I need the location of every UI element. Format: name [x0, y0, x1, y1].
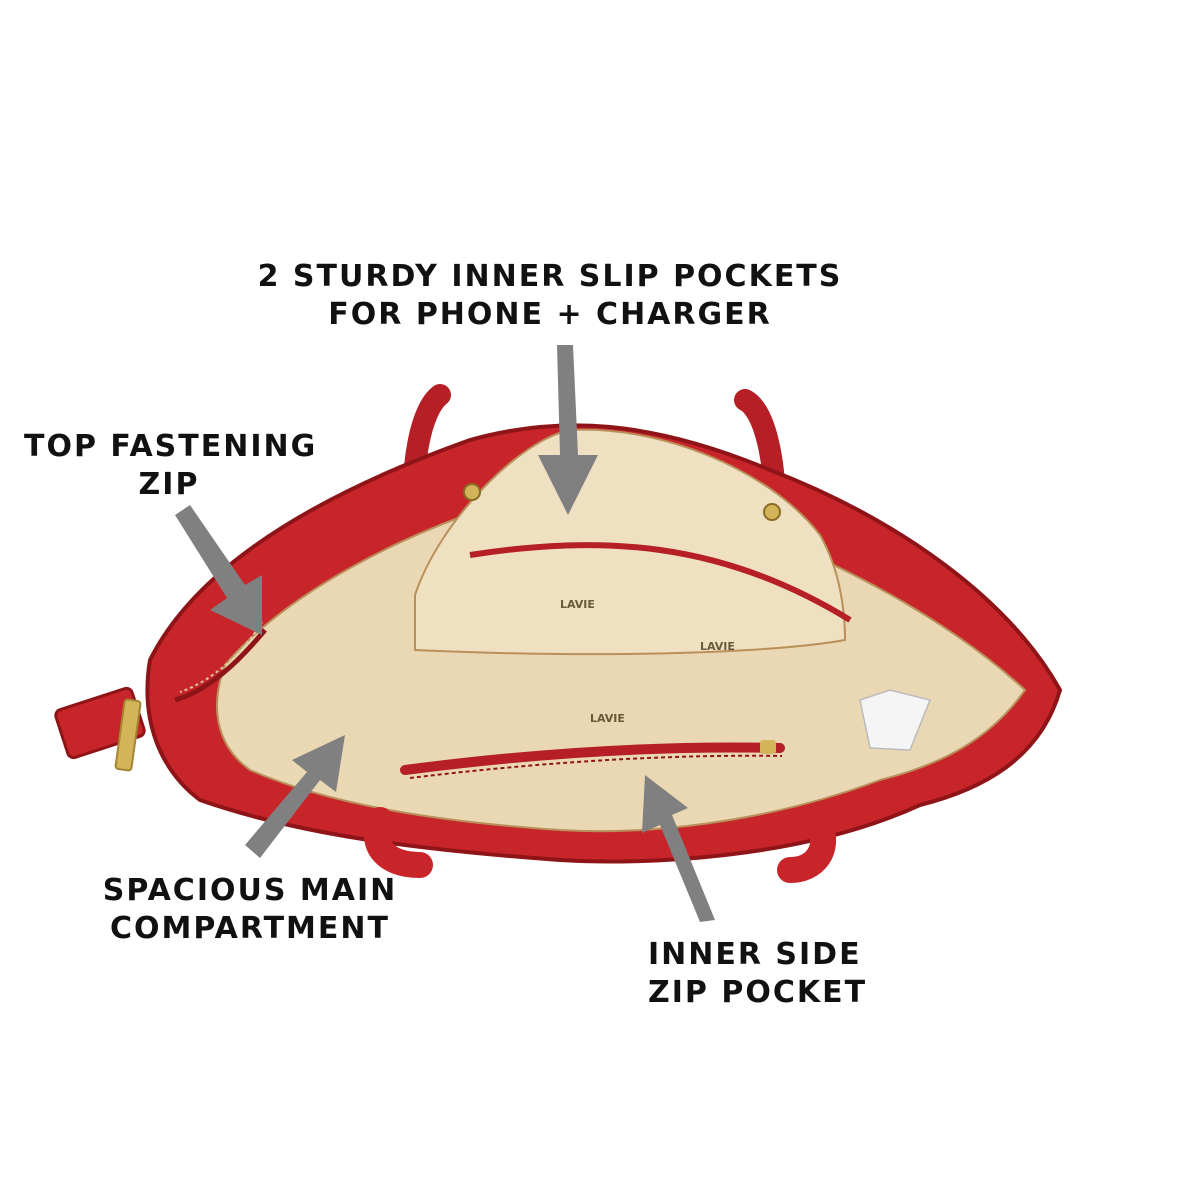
arrow-side-icon [642, 775, 715, 922]
care-label-tag [859, 689, 932, 751]
callout-inner-side-zip-pocket: INNER SIDE ZIP POCKET [648, 936, 888, 1012]
zip-pull-icon [114, 698, 142, 772]
callout-line: SPACIOUS MAIN [102, 873, 398, 908]
callout-line: 2 STURDY INNER SLIP POCKETS [257, 259, 843, 294]
callout-line: COMPARTMENT [110, 911, 390, 946]
lining-print: LAVIE [560, 598, 595, 611]
slip-pocket-edge [469, 542, 852, 623]
left-stud-icon [463, 483, 481, 501]
callout-line: ZIP [138, 467, 200, 502]
top-zip-teeth [179, 621, 263, 693]
callout-top-fastening-zip: TOP FASTENING ZIP [24, 428, 318, 504]
lining-print: LAVIE [700, 640, 735, 653]
arrow-pockets-icon [538, 345, 598, 515]
right-stud-icon [763, 503, 781, 521]
front-left-handle [364, 807, 433, 878]
arrows [175, 345, 715, 922]
inner-zip-pocket-trim [400, 742, 785, 775]
slip-pocket-wall [414, 428, 847, 656]
arrow-zip-icon [175, 505, 262, 635]
callout-line: INNER SIDE [648, 937, 862, 972]
lining-print: LAVIE [590, 712, 625, 725]
inner-zip-teeth [409, 754, 783, 779]
callout-line: ZIP POCKET [648, 975, 868, 1010]
callout-line: TOP FASTENING [24, 429, 318, 464]
callout-line: FOR PHONE + CHARGER [328, 297, 772, 332]
inner-zip-pull [760, 740, 776, 754]
arrow-main-icon [245, 735, 345, 858]
front-right-handle [777, 812, 837, 883]
callout-inner-slip-pockets: 2 STURDY INNER SLIP POCKETS FOR PHONE + … [200, 258, 900, 334]
callout-main-compartment: SPACIOUS MAIN COMPARTMENT [100, 872, 400, 948]
top-zip-track [174, 628, 267, 703]
